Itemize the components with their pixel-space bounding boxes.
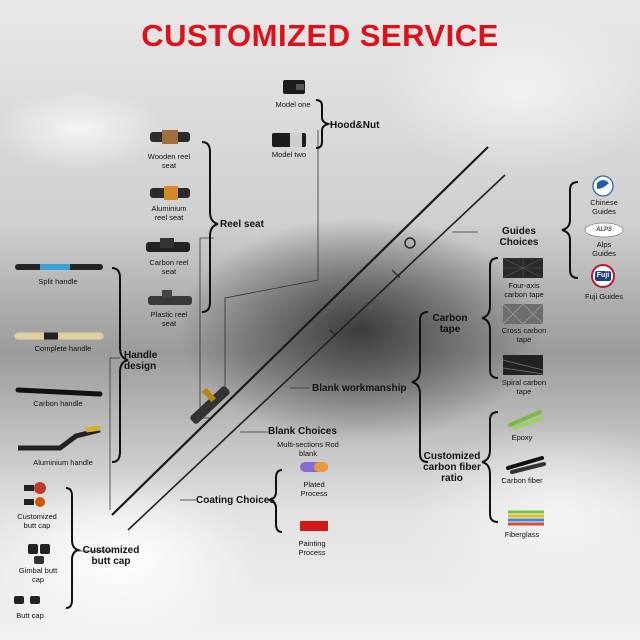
alps-guides-label: Alps Guides [592, 240, 616, 258]
handle-design-group-label: Handle design [124, 350, 158, 372]
butt-cap-label: Butt cap [16, 611, 44, 620]
workmanship-bracket [411, 311, 429, 463]
hoodnut-connector [224, 130, 319, 398]
aluminium-reel-seat-image [150, 186, 190, 200]
aluminium-handle-image [18, 425, 101, 451]
reelseat-connector [199, 237, 214, 419]
carbon-reel-seat-label: Carbon reel seat [149, 258, 189, 276]
buttcap-bracket [65, 487, 82, 609]
four-axis-carbon-tape-image [502, 257, 544, 279]
fuji-logo-text: Fuji [596, 272, 610, 279]
page-title: CUSTOMIZED SERVICE [141, 18, 499, 53]
handle-connector [109, 357, 120, 510]
fiberglass-image [508, 510, 544, 526]
painting-process-label: Painting Process [298, 539, 326, 557]
gimbal-butt-cap-label: Gimbal butt cap [18, 566, 58, 584]
model-two-label: Model two [271, 150, 307, 159]
rod-upper-blank [111, 146, 489, 516]
four-axis-carbon-tape-label: Four-axis carbon tape [504, 281, 544, 299]
aluminium-reel-seat-label: Aluminium reel seat [151, 204, 187, 222]
blank-workmanship-group-label: Blank workmanship [312, 383, 407, 394]
carbontape-bracket [481, 257, 499, 379]
rod-gold-ring [202, 387, 216, 403]
carbon-fiber-label: Carbon fiber [501, 476, 543, 485]
customized-butt-cap-image [24, 482, 46, 507]
fuji-guides-label: Fuji Guides [585, 292, 623, 301]
hoodnut-bracket [315, 99, 332, 149]
fiberglass-label: Fiberglass [504, 530, 540, 539]
epoxy-label: Epoxy [511, 433, 533, 442]
carbon-handle-label: Carbon handle [33, 399, 83, 408]
spiral-carbon-tape-label: Spiral carbon tape [501, 378, 547, 396]
alps-guides-logo [584, 222, 624, 238]
reel-seat-group-label: Reel seat [220, 219, 264, 230]
blank-choices-group-label: Blank Choices [268, 426, 337, 437]
wooden-reel-seat-image [150, 130, 190, 144]
plated-process-image [300, 462, 328, 472]
gimbal-butt-cap-image [28, 544, 50, 564]
model-one-image [283, 80, 305, 94]
handle-bracket [111, 267, 129, 463]
wooden-reel-seat-label: Wooden reel seat [147, 152, 191, 170]
customized-butt-cap-group-label: Customized butt cap [82, 545, 140, 567]
model-one-label: Model one [275, 100, 311, 109]
coating-bracket [266, 469, 283, 533]
plastic-reel-seat-label: Plastic reel seat [150, 310, 188, 328]
cross-carbon-tape-image [502, 303, 544, 325]
carbon-reel-seat-image [146, 238, 190, 252]
reelseat-bracket [201, 141, 219, 313]
model-two-image [272, 133, 306, 147]
guides-bracket [561, 181, 579, 279]
spiral-carbon-tape-image [502, 355, 544, 375]
carbon-fiber-ratio-group-label: Customized carbon fiber ratio [423, 451, 481, 484]
split-handle-label: Split handle [38, 277, 78, 286]
multi-sections-rod-blank-label: Multi-sections Rod blank [277, 440, 339, 458]
chinese-guides-logo [592, 175, 614, 197]
plated-process-label: Plated Process [300, 480, 328, 498]
aluminium-handle-label: Aluminium handle [33, 458, 93, 467]
chinese-guides-label: Chinese Guides [590, 198, 618, 216]
cross-carbon-tape-label: Cross carbon tape [501, 326, 547, 344]
rod-guide [404, 237, 416, 249]
plastic-reel-seat-image [148, 290, 192, 305]
carbon-fiber-image [506, 456, 546, 474]
customized-butt-cap-label: Customized butt cap [17, 512, 57, 530]
guides-choices-group-label: Guides Choices [499, 226, 539, 248]
alps-logo-text: ALPS [595, 227, 612, 233]
epoxy-image [508, 410, 544, 430]
rod-lower-blank [127, 174, 506, 531]
fuji-guides-logo [591, 264, 615, 288]
butt-cap-image [14, 596, 40, 604]
hood-nut-group-label: Hood&Nut [330, 120, 380, 131]
fiber-bracket [481, 411, 499, 523]
coating-choices-group-label: Coating Choices [196, 495, 275, 506]
carbon-tape-group-label: Carbon tape [432, 313, 468, 335]
painting-process-image [300, 521, 328, 531]
complete-handle-label: Complete handle [34, 344, 92, 353]
carbon-handle-image [15, 387, 103, 397]
